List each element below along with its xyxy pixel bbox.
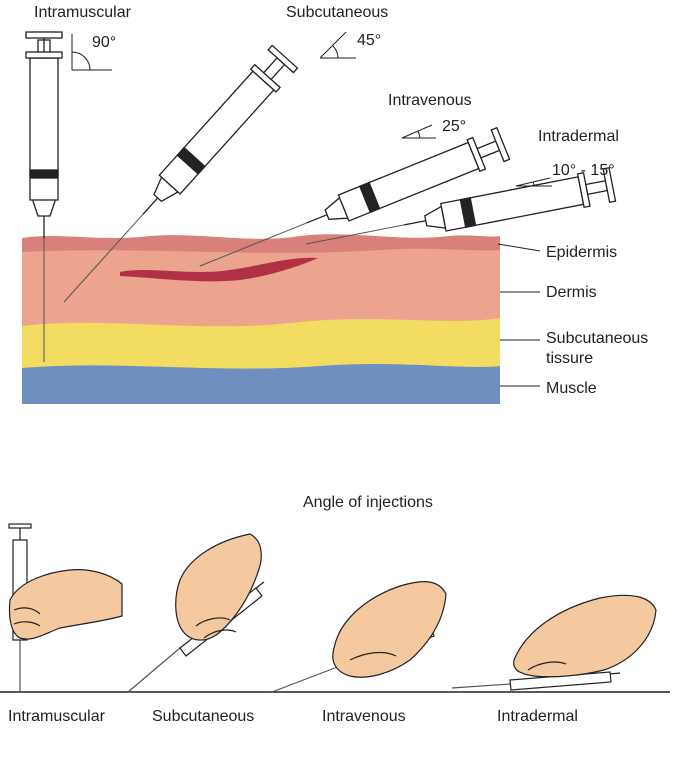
syringe-intramuscular (25, 31, 63, 362)
skin-layer-diagram (22, 31, 617, 404)
angle-value-intravenous: 25° (442, 118, 467, 135)
angle-icon-10-15 (515, 177, 552, 187)
angle-value-intradermal: 10° - 15° (552, 162, 615, 179)
hand-technique-diagram (0, 523, 670, 693)
label-epidermis: Epidermis (546, 244, 618, 261)
epidermis-leader (497, 243, 541, 252)
label-intravenous: Intravenous (388, 92, 472, 109)
blood-vessel (120, 257, 318, 282)
hand-intradermal (451, 594, 657, 691)
caption-intradermal: Intradermal (497, 708, 578, 725)
angle-value-intramuscular: 90° (92, 34, 117, 51)
label-subcutaneous: Subcutaneous (286, 4, 389, 21)
label-subcutaneous-tissue-line1: Subcutaneous (546, 330, 649, 347)
angle-icon-45 (319, 31, 356, 59)
syringe-intradermal (305, 167, 617, 245)
hand-subcutaneous (127, 533, 265, 693)
bottom-title: Angle of injections (303, 494, 433, 511)
angle-icon-90 (71, 34, 112, 71)
label-subcutaneous-tissue-line2: tissure (546, 350, 594, 367)
hand-intramuscular (8, 523, 123, 692)
caption-subcutaneous: Subcutaneous (152, 708, 255, 725)
angle-icon-25 (401, 124, 436, 139)
label-intramuscular: Intramuscular (34, 4, 131, 21)
muscle-layer (22, 360, 500, 404)
label-muscle: Muscle (546, 380, 597, 397)
epidermis-layer (22, 234, 500, 253)
syringe-subcutaneous (63, 44, 299, 303)
label-intradermal: Intradermal (538, 128, 619, 145)
label-dermis: Dermis (546, 284, 597, 301)
caption-intramuscular: Intramuscular (8, 708, 105, 725)
dermis-layer (22, 243, 500, 327)
angle-value-subcutaneous: 45° (357, 32, 382, 49)
hand-intravenous (271, 581, 447, 693)
syringe-intravenous (199, 126, 511, 267)
caption-intravenous: Intravenous (322, 708, 406, 725)
subcutaneous-layer (22, 314, 500, 369)
